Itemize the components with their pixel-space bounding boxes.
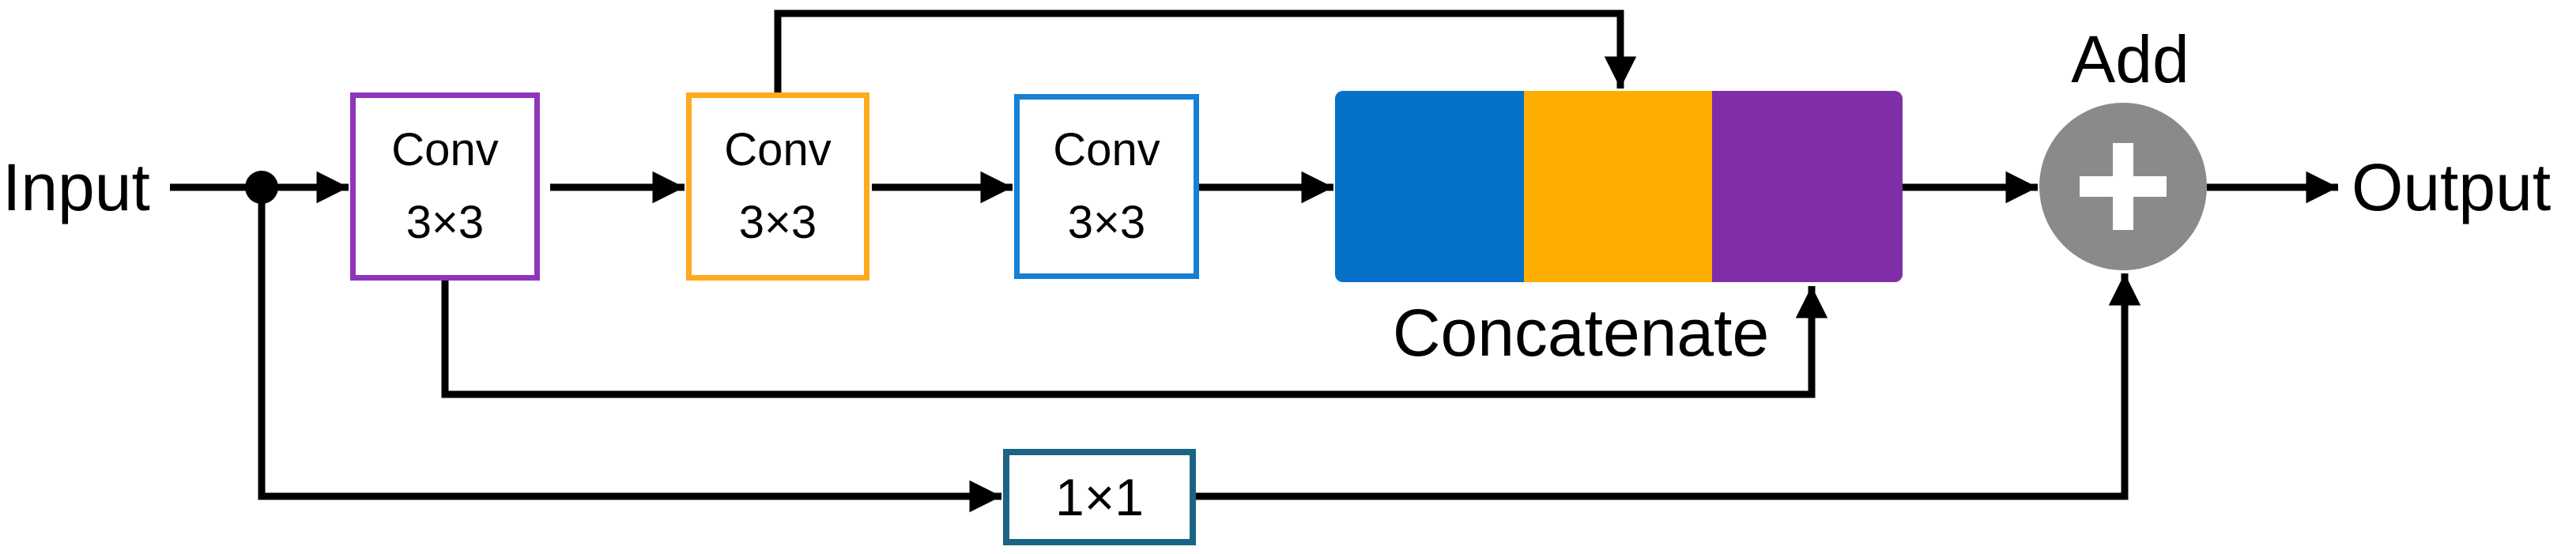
pointwise-conv-label: 1×1 [1055,468,1144,526]
edge-skip-conv1-to-concat-bottom [441,279,1828,398]
conv1-box: Conv 3×3 [350,92,540,281]
output-label: Output [2352,150,2551,224]
edge-input-to-pointwise [258,187,1001,513]
concat-segment-blue [1335,91,1524,282]
add-label: Add [2071,22,2189,96]
conv3-label-line1: Conv [1053,124,1160,175]
plus-icon-vertical-bar [2113,143,2133,230]
conv3-label-line2: 3×3 [1067,197,1146,248]
conv3-box: Conv 3×3 [1014,94,1199,279]
concat-block [1335,91,1903,282]
conv2-label-line1: Conv [724,124,832,175]
concat-segment-orange [1524,91,1712,282]
edge-pointwise-to-add [1196,273,2141,500]
concat-segment-purple [1712,91,1903,282]
edge-skip-conv2-to-concat-top [774,9,1637,92]
concatenate-label: Concatenate [1392,296,1770,370]
conv1-label-line2: 3×3 [405,197,485,248]
conv2-label-line2: 3×3 [738,197,817,248]
add-node-circle [2039,103,2207,270]
conv2-box: Conv 3×3 [686,92,869,281]
input-label: Input [2,150,150,224]
pointwise-conv-box: 1×1 [1003,449,1196,545]
conv1-label-line1: Conv [391,124,499,175]
